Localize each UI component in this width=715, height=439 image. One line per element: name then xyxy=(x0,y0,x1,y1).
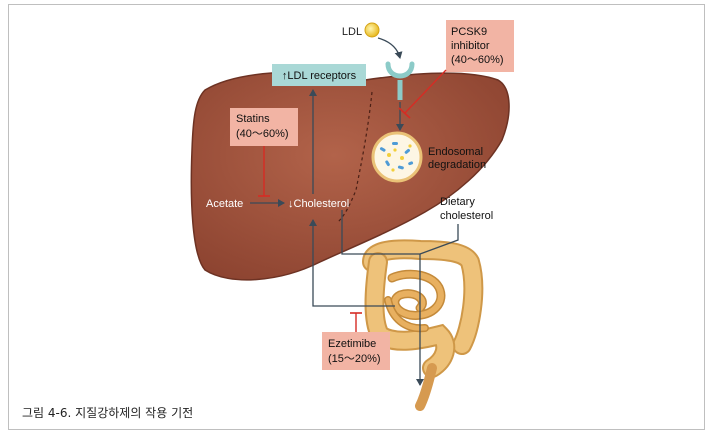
acetate-label: Acetate xyxy=(206,198,243,210)
pcsk9-inhibit-line xyxy=(404,69,447,114)
endosome-particles xyxy=(379,142,414,172)
dietary-cholesterol-label-1: Dietary xyxy=(440,196,475,208)
ldl-receptors-label: ↑LDL receptors xyxy=(282,70,357,82)
figure-caption: 그림 4-6. 지질강하제의 작용 기전 xyxy=(22,406,194,420)
ldl-receptors-box xyxy=(272,64,366,86)
ldl-receptor-icon xyxy=(385,61,415,79)
absorption-to-liver-arrow xyxy=(309,219,395,307)
endosome-icon xyxy=(371,131,423,183)
pcsk9-label-2: inhibitor xyxy=(451,40,490,52)
pcsk9-box xyxy=(446,20,514,72)
cholesterol-label: ↓Cholesterol xyxy=(288,198,349,210)
cholesterol-to-intestine-line xyxy=(341,210,420,255)
ezetimibe-box xyxy=(322,332,390,370)
ezetimibe-label-1: Ezetimibe xyxy=(328,338,376,350)
pcsk9-label-3: (40～60%) xyxy=(451,54,504,66)
ezetimibe-label-2: (15～20%) xyxy=(328,353,381,365)
intestine xyxy=(362,239,484,411)
statins-label-2: (40～60%) xyxy=(236,128,289,140)
ldl-arrow xyxy=(377,37,403,59)
endosomal-degradation-label-1: Endosomal xyxy=(428,146,483,158)
ldl-label: LDL xyxy=(342,26,362,38)
ldl-particle-icon xyxy=(364,22,380,38)
statins-label-1: Statins xyxy=(236,113,270,125)
dietary-cholesterol-line xyxy=(419,224,459,255)
endosomal-degradation-label-2: degradation xyxy=(428,159,486,171)
statins-box xyxy=(230,108,298,146)
dietary-cholesterol-label-2: cholesterol xyxy=(440,210,493,222)
pcsk9-label-1: PCSK9 xyxy=(451,26,487,38)
